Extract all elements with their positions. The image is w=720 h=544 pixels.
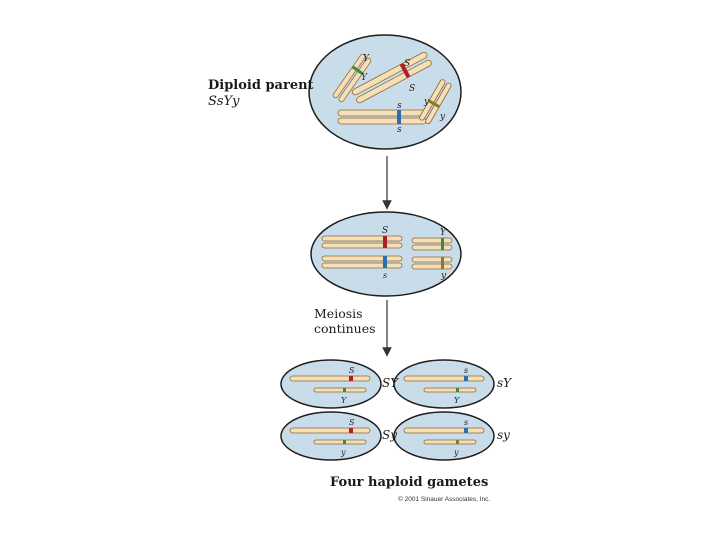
allele-label-Y-1: Y <box>363 54 370 64</box>
diploid-genotype: SsYy <box>208 94 240 109</box>
allele-label-s-2: s <box>397 125 402 135</box>
gametes-title: Four haploid gametes <box>330 475 488 490</box>
gamete-sY-genotype: sY <box>497 376 511 390</box>
allele-label-S-1: S <box>404 59 410 69</box>
allele-label-y-1: y <box>423 97 430 107</box>
copyright-credit: © 2001 Sinauer Associates, Inc. <box>398 496 490 503</box>
gamete-SY-bottom-allele: Y <box>341 396 347 405</box>
gamete-Sy-bottom-allele: y <box>340 448 346 457</box>
allele-label-S-mid: S <box>382 226 388 236</box>
gamete-sy-bottom-allele: y <box>453 448 459 457</box>
gamete-sY-bottom-allele: Y <box>454 396 460 405</box>
gamete-sy: s y <box>394 412 494 460</box>
gamete-sY-top-allele: s <box>464 366 468 375</box>
gamete-sy-genotype: sy <box>497 428 510 442</box>
gamete-sy-top-allele: s <box>464 418 468 427</box>
diploid-parent-title: Diploid parent <box>208 78 314 93</box>
gamete-SY-genotype: SY <box>382 376 398 390</box>
gamete-SY: S Y <box>281 360 381 408</box>
meiosis-label-line1: Meiosis <box>314 306 363 321</box>
metaphase-cell: S s Y y <box>311 212 461 296</box>
allele-label-s-mid: s <box>383 271 387 280</box>
allele-label-Y-2: Y <box>361 73 368 83</box>
gamete-SY-top-allele: S <box>349 366 355 375</box>
allele-label-y-mid: y <box>440 271 447 281</box>
allele-label-Y-mid: Y <box>440 228 447 238</box>
allele-label-s-1: s <box>397 101 402 111</box>
gamete-Sy-top-allele: S <box>349 418 355 427</box>
gamete-sY: s Y <box>394 360 494 408</box>
allele-label-S-2: S <box>409 84 415 94</box>
allele-label-y-2: y <box>439 112 446 122</box>
meiosis-label-line2: continues <box>314 321 376 336</box>
diploid-cell: Y Y S S s s y y <box>309 35 461 149</box>
gamete-Sy: S y <box>281 412 381 460</box>
gamete-Sy-genotype: Sy <box>382 428 397 442</box>
